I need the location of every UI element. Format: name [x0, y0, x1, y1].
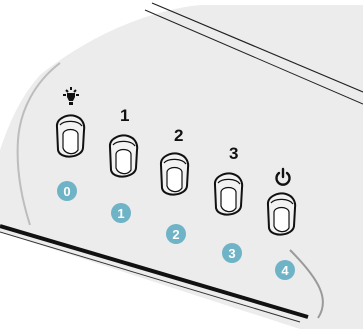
callout-2: 2: [166, 224, 186, 244]
callout-label-0: 0: [63, 184, 70, 199]
speed-label-1: 1: [120, 106, 129, 125]
panel-top-edge-inner: [144, 9, 363, 105]
panel-top-edge: [151, 2, 363, 93]
light-bulb-icon: [63, 87, 79, 105]
button-speed-1[interactable]: 1: [108, 106, 139, 178]
panel-right-corner: [289, 249, 324, 319]
callout-label-2: 2: [172, 227, 179, 242]
panel-left-edge: [16, 62, 61, 226]
button-power[interactable]: [266, 167, 297, 236]
callout-label-4: 4: [281, 263, 289, 278]
callout-0: 0: [57, 181, 77, 201]
panel-bottom-edge-shadow: [0, 231, 301, 323]
callout-4: 4: [275, 260, 295, 280]
callout-label-1: 1: [117, 206, 124, 221]
speed-label-3: 3: [229, 144, 238, 163]
callout-label-3: 3: [228, 246, 235, 261]
button-speed-3[interactable]: 3: [213, 144, 244, 216]
button-light[interactable]: [55, 87, 86, 158]
speed-label-2: 2: [174, 126, 183, 145]
power-icon: [275, 167, 291, 186]
panel-bottom-edge: [0, 224, 309, 319]
callout-3: 3: [222, 243, 242, 263]
callout-1: 1: [111, 203, 131, 223]
button-speed-2[interactable]: 2: [159, 126, 190, 196]
